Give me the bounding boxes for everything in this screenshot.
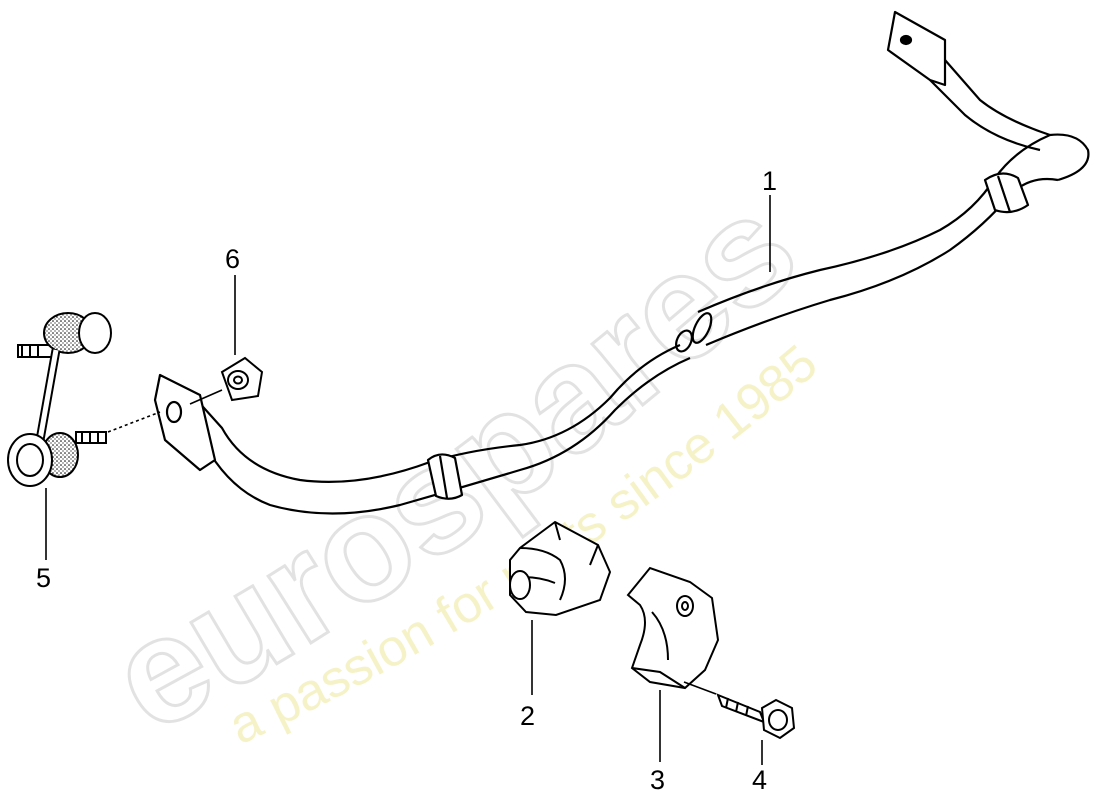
bolt — [716, 693, 796, 740]
callout-6: 6 — [225, 244, 240, 274]
rubber-bushing — [509, 520, 612, 617]
stabilizer-bar — [153, 10, 1090, 515]
callout-1: 1 — [762, 166, 777, 196]
leader-lines — [45, 195, 771, 765]
callout-2: 2 — [520, 701, 535, 731]
callout-labels: 1 2 3 4 5 6 — [36, 166, 777, 795]
nut — [220, 356, 264, 402]
clamp — [626, 566, 720, 690]
leader-nut-path — [189, 389, 223, 405]
callout-4: 4 — [752, 765, 767, 795]
callout-3: 3 — [650, 765, 665, 795]
leader-bolt-path — [107, 411, 161, 433]
leader-clamp-bolt-path — [683, 681, 717, 695]
coupling-rod — [7, 312, 112, 487]
callout-5: 5 — [36, 563, 51, 593]
